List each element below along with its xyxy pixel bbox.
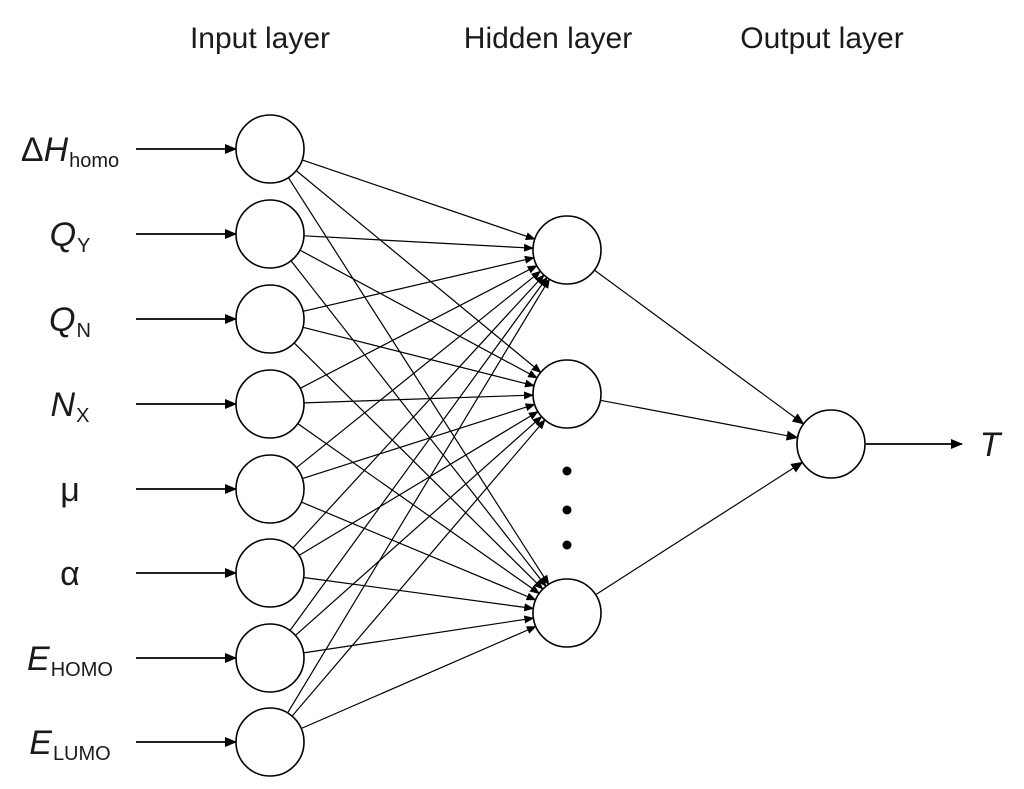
input-arrows — [136, 144, 237, 747]
input-layer-title: Input layer — [190, 22, 330, 55]
input-node-3 — [235, 284, 305, 354]
input-label-4: NX — [51, 386, 90, 427]
edge-input-5-to-hidden-1 — [296, 270, 542, 469]
input-node-2 — [235, 199, 305, 269]
edge-input-6-to-hidden-1 — [292, 274, 545, 549]
edge-input-2-to-hidden-2 — [299, 249, 538, 379]
input-label-2: QY — [50, 216, 91, 257]
input-nodes — [235, 114, 305, 777]
edge-input-6-to-hidden-2 — [298, 411, 539, 556]
input-label-5: μ — [60, 471, 80, 509]
input-label-3: QN — [49, 301, 91, 342]
output-node — [796, 409, 866, 479]
edge-input-5-to-hidden-3 — [301, 501, 537, 601]
edge-input-8-to-hidden-1 — [287, 278, 550, 714]
edge-input-7-to-hidden-3 — [303, 615, 535, 654]
input-label-6: α — [60, 555, 80, 593]
edge-input-1-to-hidden-2 — [295, 170, 542, 374]
hidden-ellipsis — [562, 466, 572, 550]
edge-input-5-to-hidden-2 — [302, 403, 536, 480]
input-label-7: EHOMO — [27, 640, 113, 681]
output-label-t: T — [980, 426, 1003, 464]
edge-input-1-to-hidden-3 — [287, 177, 550, 586]
edge-input-3-to-hidden-2 — [302, 326, 535, 388]
edge-input-4-to-hidden-1 — [299, 265, 538, 389]
ellipsis-dot — [562, 505, 572, 515]
output-layer-title: Output layer — [740, 22, 903, 55]
ellipsis-dot — [562, 466, 572, 476]
connection-edges — [287, 159, 805, 730]
edge-input-8-to-hidden-2 — [291, 419, 546, 717]
edge-input-4-to-hidden-2 — [303, 391, 534, 404]
hidden-node-3 — [532, 578, 602, 648]
edge-input-1-to-hidden-1 — [302, 159, 536, 240]
edge-input-6-to-hidden-3 — [303, 576, 535, 612]
edge-input-3-to-hidden-1 — [302, 255, 535, 312]
edge-hidden-2-to-output — [600, 399, 799, 441]
input-node-4 — [235, 369, 305, 439]
input-node-7 — [235, 623, 305, 693]
edge-input-2-to-hidden-1 — [303, 235, 534, 252]
edge-hidden-3-to-output — [595, 461, 804, 596]
input-label-8: ELUMO — [29, 724, 110, 765]
input-node-8 — [235, 707, 305, 777]
input-label-1: ΔHhomo — [21, 131, 119, 172]
edge-input-8-to-hidden-3 — [300, 625, 537, 730]
edge-input-2-to-hidden-3 — [290, 260, 547, 587]
input-node-1 — [235, 114, 305, 184]
hidden-node-2 — [532, 359, 602, 429]
edge-input-4-to-hidden-3 — [297, 423, 541, 594]
edge-input-3-to-hidden-3 — [293, 342, 544, 590]
hidden-nodes — [532, 215, 602, 648]
hidden-node-1 — [532, 215, 602, 285]
ellipsis-dot — [562, 540, 572, 550]
edge-input-7-to-hidden-1 — [289, 276, 548, 631]
hidden-layer-title: Hidden layer — [464, 22, 632, 55]
edge-hidden-1-to-output — [594, 269, 805, 425]
edge-input-7-to-hidden-2 — [295, 415, 543, 636]
input-node-5 — [235, 454, 305, 524]
input-node-6 — [235, 538, 305, 608]
